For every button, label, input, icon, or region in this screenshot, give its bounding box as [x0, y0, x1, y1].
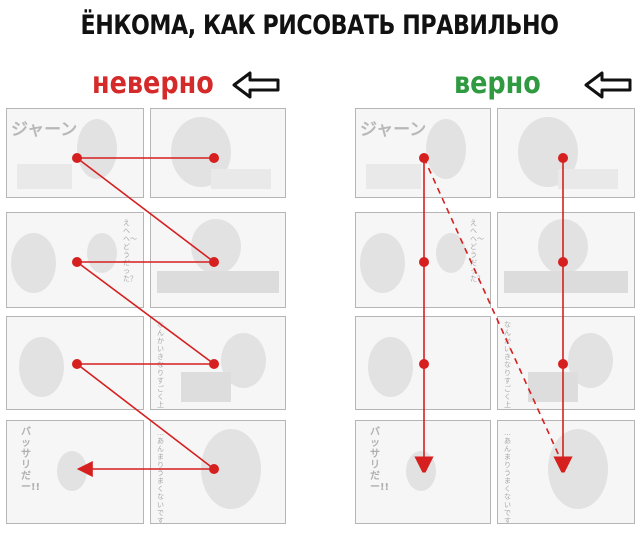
- manga-strip-right: ジャーン えへへ〜どうだった？ なんかいきなりすごく上達してたね バッサリだー!…: [355, 108, 635, 524]
- manga-panel: …あんまりうまくないですね!!: [497, 420, 635, 524]
- left-outline-arrow-icon: [232, 71, 280, 99]
- sfx-text: ジャーン: [360, 120, 427, 140]
- wrong-label: неверно: [92, 66, 214, 101]
- sfx-text: バッサリだー!!: [21, 427, 41, 493]
- manga-strip-wrong: ジャーン えへへ〜どうだった？ なんかいきなりすごく上達してたね バッサリだー!…: [6, 108, 286, 524]
- right-reading-path: [355, 153, 635, 522]
- manga-panel: [355, 316, 491, 410]
- sfx-text: バッサリだー!!: [370, 427, 390, 493]
- speech-bubble: えへへ〜どうだった？: [470, 219, 484, 283]
- sfx-text: ジャーン: [11, 120, 78, 140]
- manga-panel: [150, 108, 286, 198]
- left-outline-arrow-icon: [584, 71, 632, 99]
- manga-panel: バッサリだー!!: [6, 420, 144, 524]
- right-label: верно: [454, 66, 541, 101]
- manga-panel: ジャーン: [6, 108, 144, 198]
- wrong-reading-path: [72, 153, 219, 477]
- speech-bubble: えへへ〜どうだった？: [123, 219, 137, 283]
- manga-panel: えへへ〜どうだった？: [6, 212, 144, 308]
- speech-bubble: …あんまりうまくないですね!!: [157, 429, 164, 524]
- speech-bubble: …あんまりうまくないですね!!: [504, 429, 511, 524]
- manga-panel: ジャーン: [355, 108, 491, 198]
- manga-panel: [497, 108, 635, 198]
- page-title: ЁНКОМА, КАК РИСОВАТЬ ПРАВИЛЬНО: [80, 10, 559, 41]
- manga-panel: バッサリだー!!: [355, 420, 491, 524]
